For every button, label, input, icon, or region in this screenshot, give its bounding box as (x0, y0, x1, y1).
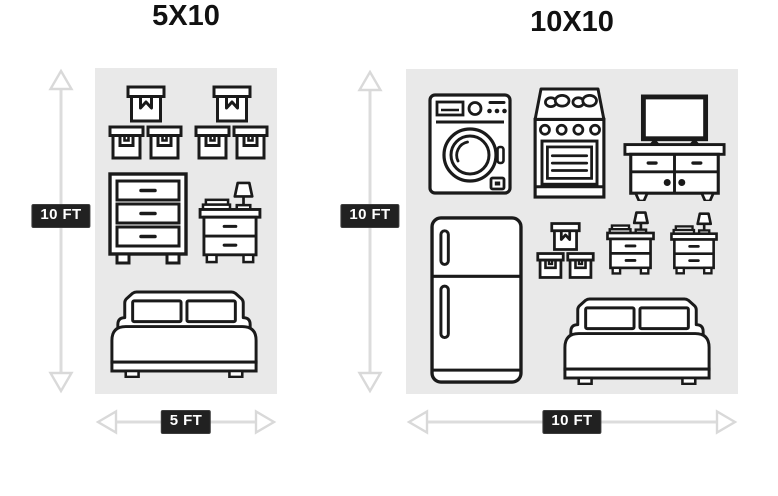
box-icon (146, 125, 183, 160)
box-icon (108, 125, 145, 160)
box-icon (566, 252, 595, 279)
lamp-icon (233, 181, 254, 198)
box-icon (536, 252, 565, 279)
pillow-icon (638, 306, 690, 331)
tv-icon (640, 94, 709, 142)
box-icon (550, 222, 581, 251)
pillow-icon (185, 299, 237, 324)
unit-5x10-title: 5X10 (152, 0, 220, 32)
pillow-icon (131, 299, 183, 324)
dresser-icon (108, 172, 188, 265)
box-icon (194, 125, 231, 160)
vertical-dimension-arrow (357, 69, 383, 394)
box-icon (232, 125, 269, 160)
box-icon (126, 85, 165, 123)
refrigerator-icon (430, 216, 523, 384)
vertical-dimension-arrow (48, 68, 74, 394)
lamp-icon (696, 212, 713, 226)
lamp-icon (632, 211, 649, 225)
unit-5x10-width-label: 5 FT (160, 410, 212, 434)
storage-boxes-icon (536, 222, 595, 279)
pillow-icon (584, 306, 636, 331)
unit-10x10-title: 10X10 (530, 6, 614, 38)
unit-10x10-width-label: 10 FT (542, 410, 602, 434)
stove-icon (533, 87, 606, 199)
storage-boxes-icon (194, 85, 269, 160)
unit-10x10-height-label: 10 FT (340, 204, 400, 228)
bed-icon (563, 297, 711, 385)
bed-icon (110, 290, 258, 378)
unit-5x10-height-label: 10 FT (31, 204, 91, 228)
nightstand-icon (198, 181, 262, 264)
storage-boxes-icon (108, 85, 183, 160)
washing-machine-icon (428, 93, 512, 195)
nightstand-icon (670, 212, 718, 275)
box-icon (212, 85, 251, 123)
tv-stand-icon (623, 94, 726, 201)
nightstand-icon (606, 211, 655, 275)
